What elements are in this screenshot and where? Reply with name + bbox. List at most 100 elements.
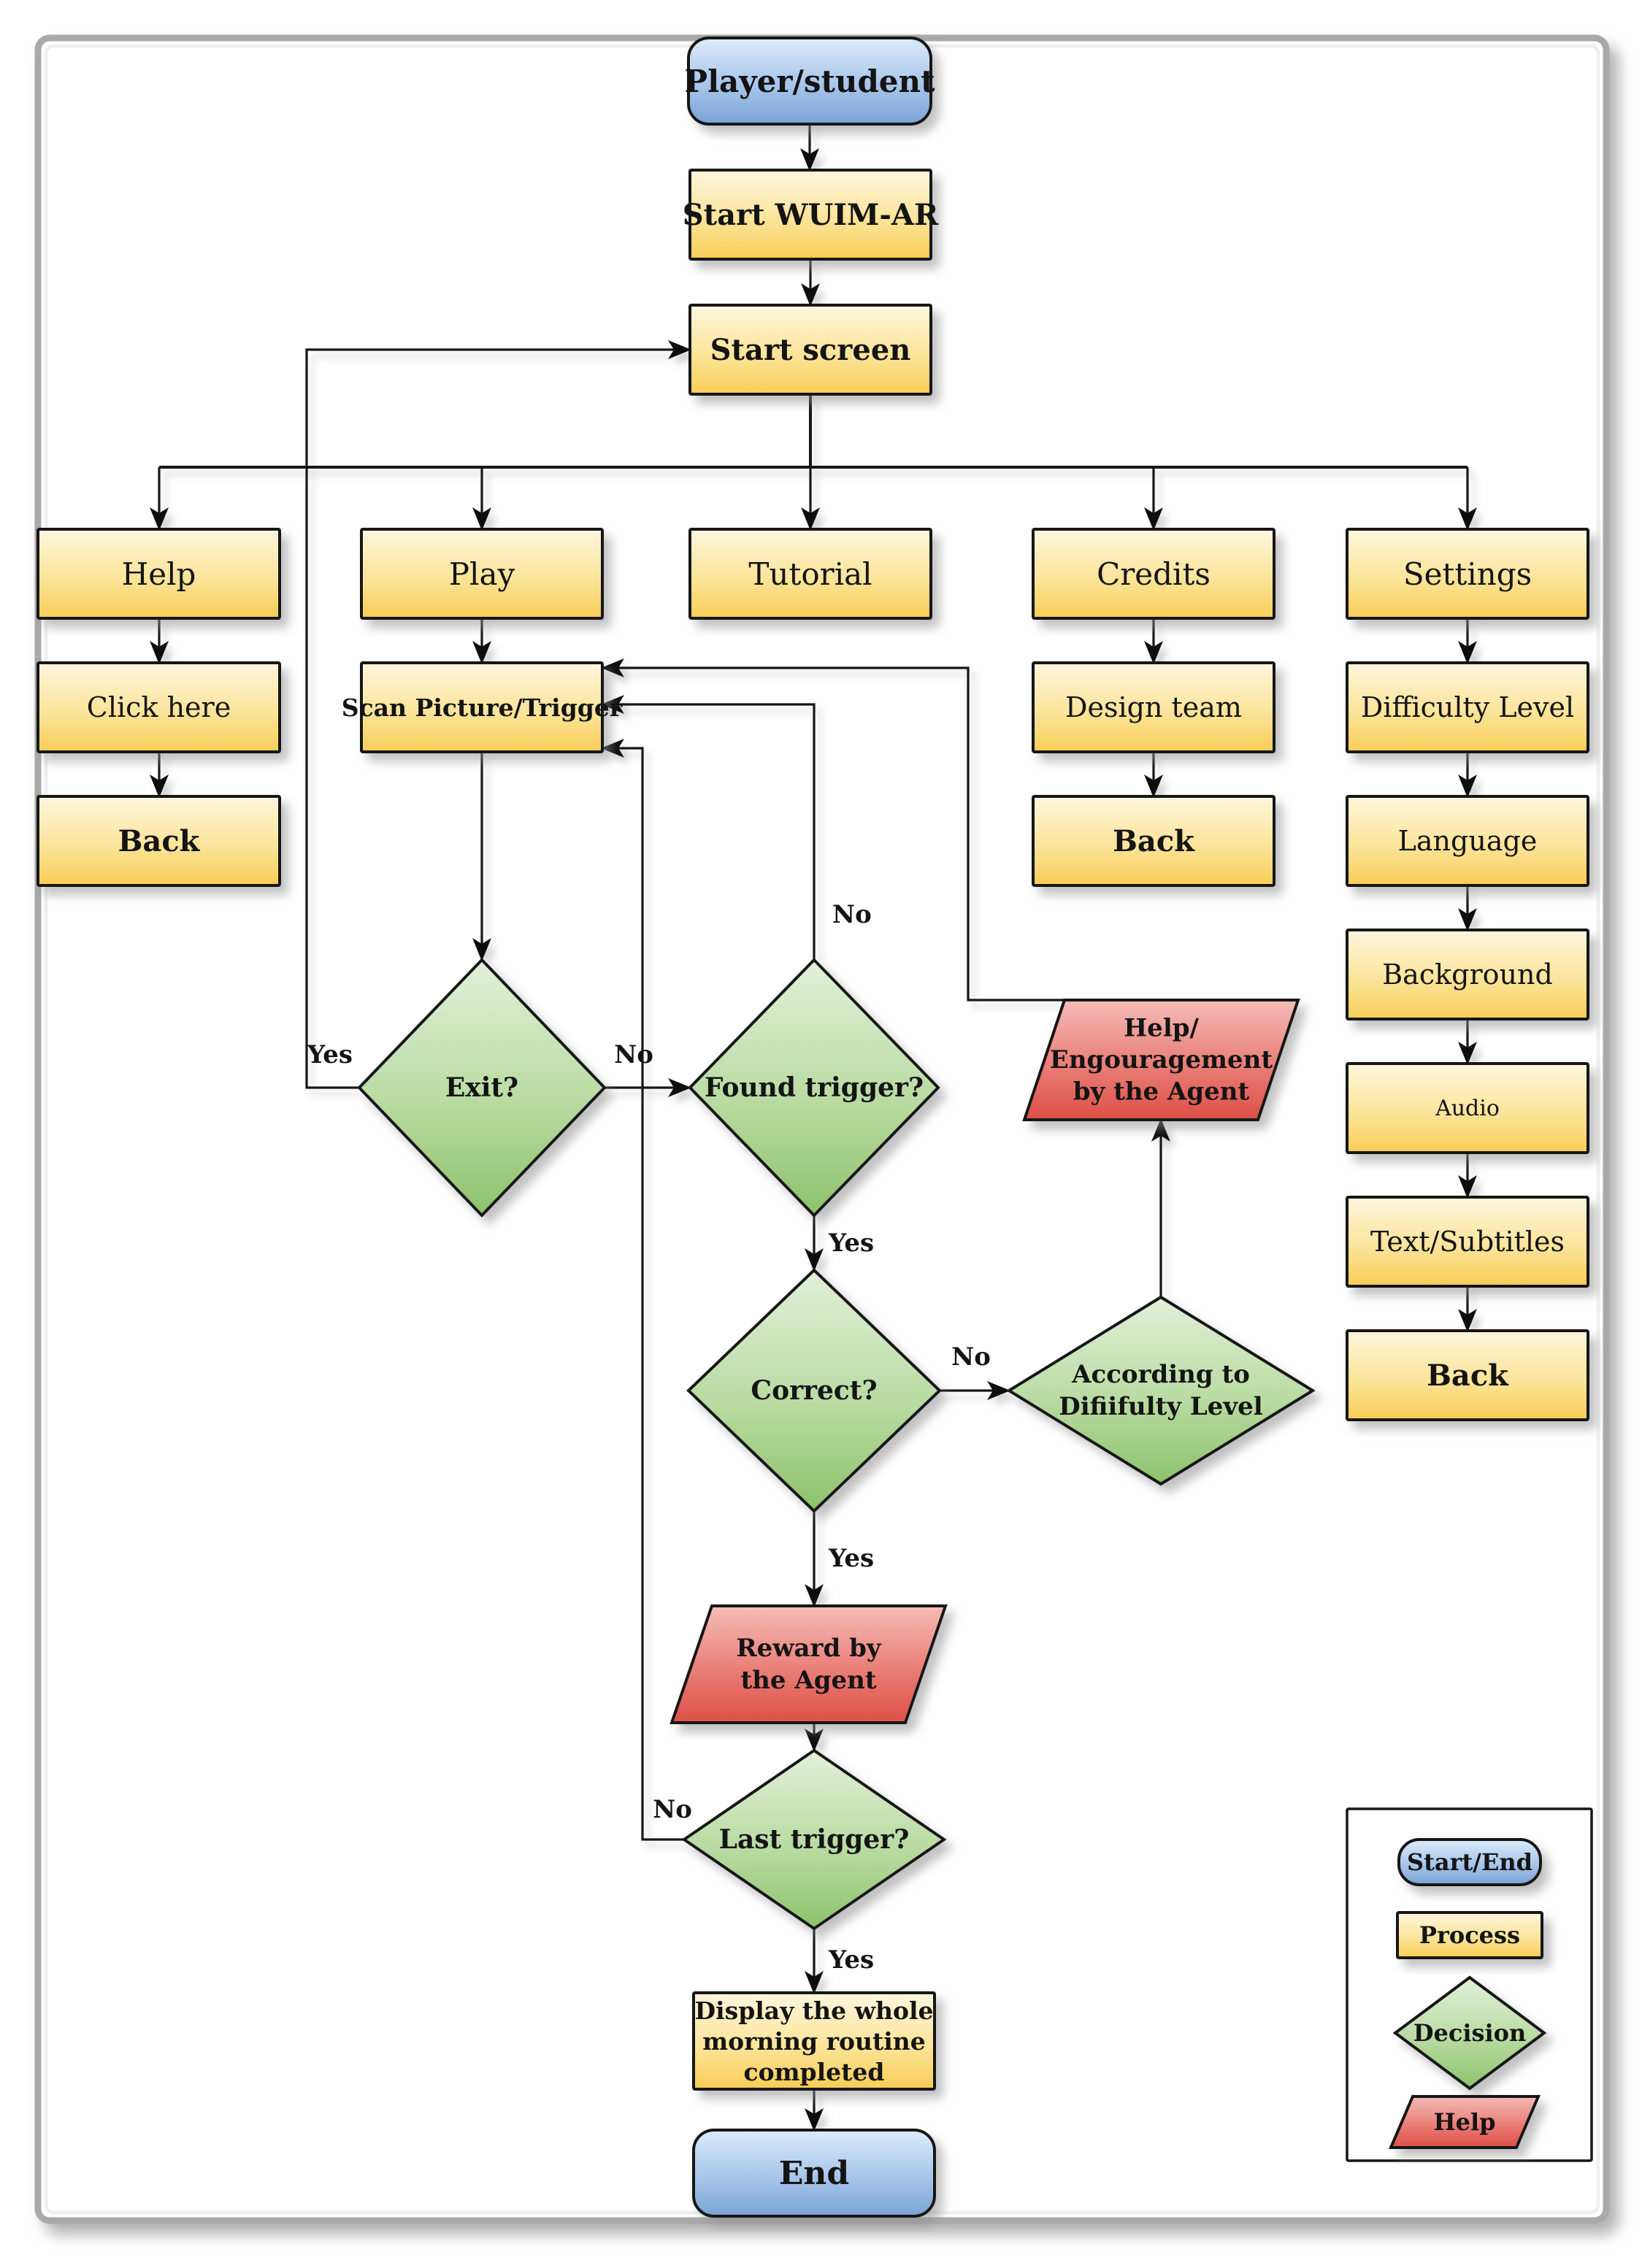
legend-process-label: Process <box>1419 1921 1520 1949</box>
node-tutorial: Tutorial <box>688 528 932 620</box>
settings-label: Settings <box>1403 556 1532 592</box>
node-help: Help <box>37 528 281 620</box>
language-shape <box>1346 795 1589 887</box>
text-subtitles-label: Text/Subtitles <box>1370 1226 1565 1258</box>
audio-shape <box>1346 1062 1589 1154</box>
exit-decision-label: Exit? <box>445 1072 518 1103</box>
start-screen-shape <box>688 304 932 396</box>
node-audio: Audio <box>1346 1062 1589 1154</box>
node-language: Language <box>1346 795 1589 887</box>
correct-decision-shape <box>686 1268 942 1513</box>
node-play: Play <box>360 528 604 620</box>
back-credits-label: Back <box>1113 824 1195 858</box>
scan-picture-trigger-label: Scan Picture/Trigger <box>342 693 623 722</box>
node-text-subtitles: Text/Subtitles <box>1346 1196 1589 1288</box>
node-last-trigger-decision: Last trigger? <box>681 1748 947 1931</box>
legend-start-end-shape <box>1397 1838 1542 1886</box>
back-settings-label: Back <box>1427 1358 1509 1393</box>
player-student-label: Player/student <box>685 64 936 99</box>
edge-exit-yes-to-startscreen <box>305 340 691 1089</box>
back-help-label: Back <box>118 824 201 858</box>
node-difficulty-level: Difficulty Level <box>1346 661 1589 753</box>
edge-label-exit-yes-to-startscreen: Yes <box>307 1040 353 1069</box>
edge-label-lasttrigger-no-to-scan: No <box>653 1795 692 1824</box>
connectors <box>150 124 1477 2131</box>
start-screen-label: Start screen <box>710 333 911 367</box>
according-difficulty-decision-shape <box>1006 1295 1316 1486</box>
back-help-shape <box>37 795 281 887</box>
legend-start-end-label: Start/End <box>1407 1848 1532 1876</box>
background-shape <box>1346 929 1589 1020</box>
node-player-student: Player/student <box>685 36 936 126</box>
node-legend-process: Process <box>1396 1911 1543 1959</box>
play-shape <box>360 528 604 620</box>
player-student-shape <box>687 36 932 126</box>
node-exit-decision: Exit? <box>357 958 607 1218</box>
background-label: Background <box>1382 958 1553 991</box>
node-back-help: Back <box>37 795 281 887</box>
node-legend-start-end: Start/End <box>1397 1838 1542 1886</box>
edge-label-found-yes-to-correct: Yes <box>828 1229 874 1258</box>
tutorial-shape <box>688 528 932 620</box>
node-design-team: Design team <box>1032 661 1275 753</box>
end-label: End <box>779 2155 849 2192</box>
reward-agent-shape <box>670 1604 948 1724</box>
difficulty-level-label: Difficulty Level <box>1361 691 1574 723</box>
legend-process-shape <box>1396 1911 1543 1959</box>
exit-decision-shape <box>357 958 607 1218</box>
edge-label-found-no-to-scan: No <box>832 900 872 929</box>
correct-decision-label: Correct? <box>751 1375 877 1406</box>
node-legend-decision: Decision <box>1392 1975 1547 2091</box>
node-click-here: Click here <box>37 661 281 753</box>
credits-shape <box>1032 528 1275 620</box>
click-here-label: Click here <box>87 691 231 723</box>
edge-helpencouragement-to-scan <box>601 658 1064 1002</box>
back-credits-shape <box>1032 795 1275 887</box>
edge-lasttrigger-no-to-scan <box>601 739 684 1841</box>
node-found-trigger-decision: Found trigger? <box>688 958 940 1218</box>
audio-label: Audio <box>1435 1096 1500 1121</box>
settings-shape <box>1346 528 1589 620</box>
help-shape <box>37 528 281 620</box>
legend-help-shape <box>1388 2095 1541 2149</box>
node-scan-picture-trigger: Scan Picture/Trigger <box>342 661 623 753</box>
scan-picture-trigger-shape <box>360 661 604 753</box>
edge-label-correct-no-to-according: No <box>951 1342 991 1372</box>
start-wuim-ar-label: Start WUIM-AR <box>683 198 939 232</box>
design-team-label: Design team <box>1065 691 1242 723</box>
found-trigger-decision-shape <box>688 958 940 1218</box>
found-trigger-decision-label: Found trigger? <box>705 1072 924 1103</box>
edge-label-exit-no-to-found: No <box>614 1040 653 1069</box>
node-back-settings: Back <box>1346 1329 1589 1421</box>
credits-label: Credits <box>1097 556 1211 592</box>
node-correct-decision: Correct? <box>686 1268 942 1513</box>
node-back-credits: Back <box>1032 795 1275 887</box>
help-label: Help <box>122 556 196 592</box>
legend-help-label: Help <box>1433 2108 1495 2136</box>
difficulty-level-shape <box>1346 661 1589 753</box>
legend-decision-label: Decision <box>1413 2019 1527 2047</box>
display-routine-completed-shape <box>692 1991 936 2091</box>
legend-decision-shape <box>1392 1975 1547 2091</box>
text-subtitles-shape <box>1346 1196 1589 1288</box>
design-team-shape <box>1032 661 1275 753</box>
back-settings-shape <box>1346 1329 1589 1421</box>
end-shape <box>692 2129 936 2218</box>
play-label: Play <box>449 556 515 592</box>
node-settings: Settings <box>1346 528 1589 620</box>
node-start-screen: Start screen <box>688 304 932 396</box>
tutorial-label: Tutorial <box>748 556 872 592</box>
node-end: End <box>692 2129 936 2218</box>
